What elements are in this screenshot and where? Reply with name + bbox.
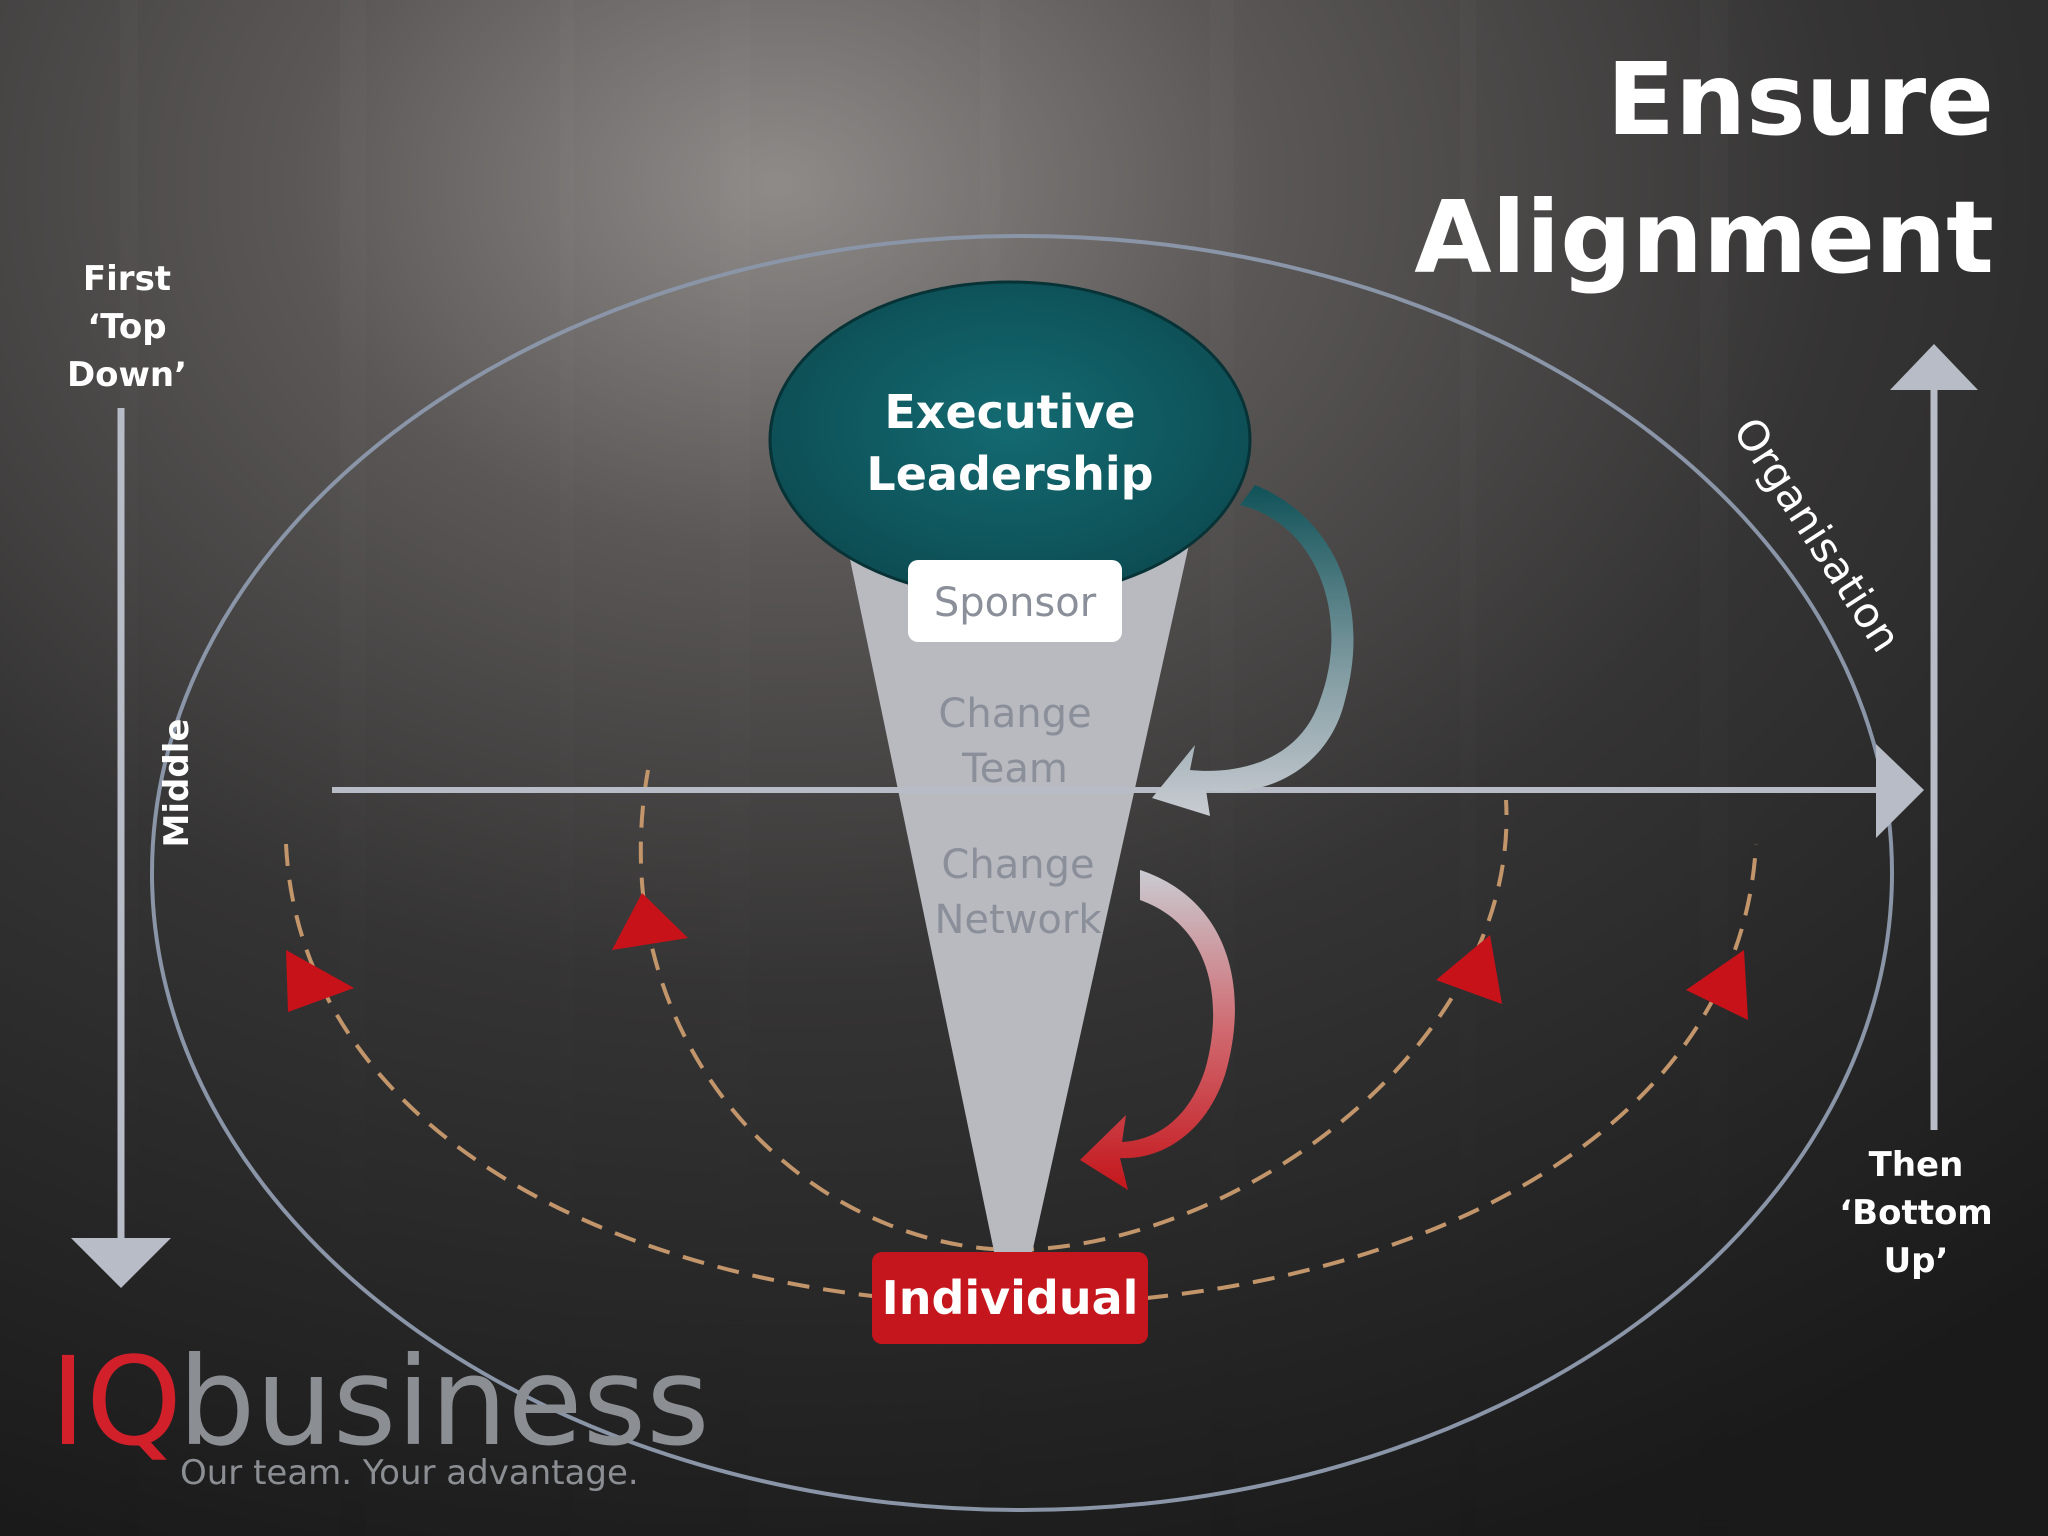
middle-label: Middle (157, 719, 197, 848)
executive-leadership-node (768, 280, 1252, 600)
organisation-label: Organisation (1724, 409, 1911, 661)
individual-node (872, 1252, 1148, 1344)
executive-label-line-2: Leadership (866, 447, 1153, 501)
inner-dashed-arc (638, 769, 1509, 1253)
logo-business: business (178, 1331, 710, 1473)
bottom-up-arrowhead (1890, 344, 1978, 390)
left-label-first: First (83, 259, 171, 299)
logo-tagline: Our team. Your advantage. (180, 1453, 639, 1493)
organisation-ellipse (150, 234, 1894, 1512)
individual-label: Individual (882, 1271, 1139, 1325)
top-down-arrowhead (71, 1238, 171, 1288)
red-arrowhead-outer-left (286, 950, 354, 1012)
title-line-2: Alignment (1414, 179, 1994, 296)
change-team-line-1: Change (938, 691, 1091, 737)
executive-label-line-1: Executive (884, 385, 1135, 439)
sponsor-label: Sponsor (934, 580, 1097, 626)
red-arrowhead-inner-left (612, 893, 688, 950)
change-network-line-1: Change (941, 842, 1094, 888)
left-label-top: ‘Top (87, 307, 166, 347)
title-line-1: Ensure (1607, 41, 1994, 158)
curved-arrow-network-to-individual (1080, 870, 1235, 1190)
horizontal-arrowhead (1876, 744, 1924, 838)
right-label-bottom: ‘Bottom (1839, 1193, 1992, 1233)
red-arrowhead-inner-right (1436, 935, 1502, 1004)
right-label-then: Then (1869, 1145, 1964, 1185)
logo-iq: IQ (50, 1331, 182, 1473)
curved-arrow-executive-to-team (1152, 485, 1354, 816)
change-team-line-2: Team (961, 746, 1068, 792)
red-arrowhead-outer-right (1686, 950, 1748, 1020)
hierarchy-cone (846, 540, 1190, 1280)
change-network-line-2: Network (934, 897, 1102, 943)
left-label-down: Down’ (67, 355, 187, 395)
sponsor-node (908, 560, 1122, 642)
right-label-up: Up’ (1884, 1241, 1949, 1281)
